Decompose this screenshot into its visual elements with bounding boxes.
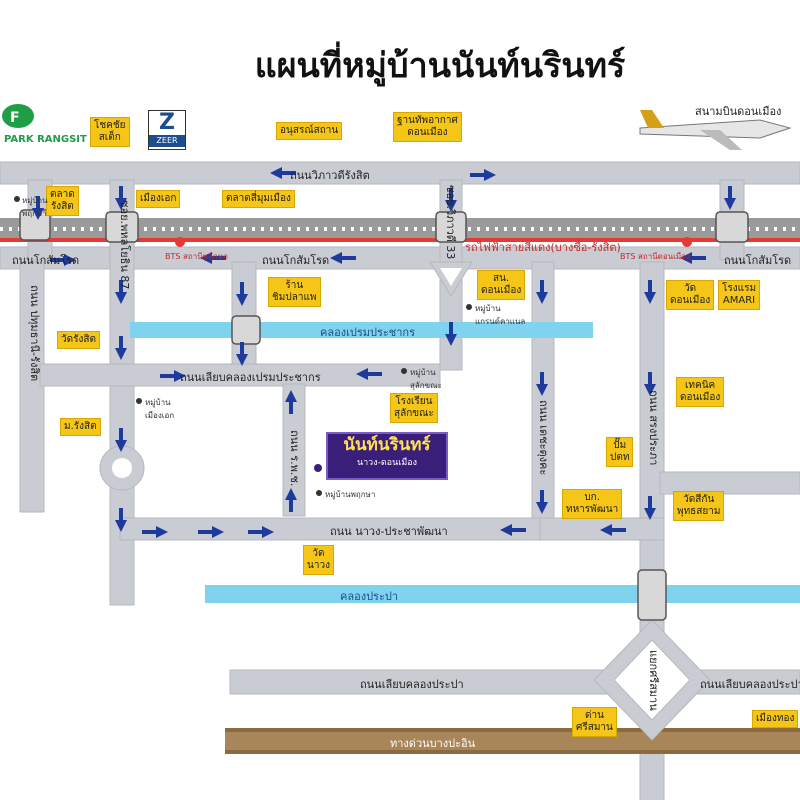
svg-text:F: F xyxy=(10,110,20,126)
road-label-expressway: ทางด่วนบางปะอิน xyxy=(390,737,476,750)
road-label-kosum-right: ถนนโกสัมโรด xyxy=(724,254,792,267)
village-school-label: หมู่บ้าน สุลักขณะ xyxy=(410,368,442,390)
zeer-logo: Z ZEER xyxy=(148,110,186,150)
village-pruksa-label: หมู่บ้าน พฤกษา xyxy=(22,196,48,218)
village-pruksa2-label: หมู่บ้านพฤกษา xyxy=(325,490,376,499)
bts-lak-hok-label: BTS สถานีหลักหก xyxy=(165,252,228,261)
village-grand-canal-label: หมู่บ้าน แกรนด์คาแนล xyxy=(475,304,526,326)
label-wat-donmueang: วัด ดอนเมือง xyxy=(666,280,715,310)
label-sn-donmueang: สน. ดอนเมือง xyxy=(477,270,526,300)
airplane-icon xyxy=(639,110,792,150)
road-label-kosum-left: ถนนโกสัมโรด xyxy=(12,254,80,267)
label-talad-rangsit: ตลาด รังสิต xyxy=(46,186,79,216)
village-dot xyxy=(14,196,20,202)
park-logo-text: PARK RANGSIT xyxy=(4,134,87,145)
label-m-rangsit: ม.รังสิต xyxy=(60,418,101,436)
label-army: บก. ทหารพัฒนา xyxy=(562,489,623,519)
project-location-dot xyxy=(314,464,322,472)
village-dot xyxy=(466,304,472,310)
label-wat-sikan: วัดสีกัน พุทธสยาม xyxy=(673,491,725,521)
road-label-dechatungkha: ถนน เดชะตุงคะ xyxy=(537,400,550,476)
bts-donmueang-dot xyxy=(682,237,692,247)
canal-label-prem: คลองเปรมประชากร xyxy=(320,326,415,339)
map-title: แผนที่หมู่บ้านนันท์นรินทร์ xyxy=(254,46,626,86)
village-dot xyxy=(401,368,407,374)
label-pump: ปั๊ม ปตท xyxy=(606,437,634,467)
canal-prapa xyxy=(205,585,800,603)
rail-red-line xyxy=(0,238,800,242)
project-name: นันท์นรินทร์ xyxy=(343,435,431,455)
road-kosum xyxy=(0,246,800,270)
canal-label-prapa: คลองประปา xyxy=(340,590,399,603)
road-label-nawong: ถนน นาวง-ประชาพัฒนา xyxy=(330,525,448,538)
label-ran-simpla: ร้าน ชิมปลาแพ xyxy=(268,277,321,307)
road-label-soi-phahon: ซอย.พหลโยธิน 87 xyxy=(118,200,131,290)
label-technic: เทคนิค ดอนเมือง xyxy=(676,377,725,407)
rail-label: รถไฟฟ้าสายสีแดง(บางซื่อ-รังสิต) xyxy=(465,241,621,254)
road-label-songprapa: ถนน สรงประภา xyxy=(647,390,660,466)
road-ror-phor-chor xyxy=(282,383,306,517)
road-label-liab-prem: ถนนเลียบคลองเปรมประชากร xyxy=(180,371,321,384)
direction-arrows xyxy=(32,167,736,538)
road-viphawadi xyxy=(0,161,800,185)
label-wat-rangsit: วัดรังสิต xyxy=(57,331,100,349)
village-dot xyxy=(316,490,322,496)
label-amari: โรงแรม AMARI xyxy=(718,280,761,310)
label-school: โรงเรียน สุลักขณะ xyxy=(390,393,438,423)
road-pathumthani xyxy=(19,261,45,513)
village-dot xyxy=(136,398,142,404)
road-label-kosum-mid: ถนนโกสัมโรด xyxy=(262,254,330,267)
road-label-liab-prapa-right: ถนนเลียบคลองประปา xyxy=(700,678,800,691)
label-mueang-thong: เมืองทอง xyxy=(752,710,799,728)
label-air-base: ฐานทัพอากาศ ดอนเมือง xyxy=(393,112,462,142)
village-mueang-ek-label: หมู่บ้าน เมืองเอก xyxy=(145,398,175,420)
road-label-viphawadi: ถนนวิภาวดีรังสิต xyxy=(290,169,370,182)
bts-donmueang-label: BTS สถานีดอนเมือง xyxy=(620,252,690,261)
label-talad-simummueang: ตลาดสี่มุมเมือง xyxy=(222,190,295,208)
label-anusawari: อนุสรณ์สถาน xyxy=(276,122,343,140)
label-mueang-ek: เมืองเอก xyxy=(136,190,181,208)
label-dan-srisaman: ด่าน ศรีสมาน xyxy=(572,707,617,737)
project-sign: นันท์นรินทร์ นาวง-ดอนเมือง xyxy=(326,432,448,480)
road-east-spur xyxy=(659,471,800,495)
road-label-soi-vibhavadi: ซอย.วิภาวดี 33 xyxy=(444,185,457,260)
rail-bed xyxy=(0,218,800,240)
bts-lak-hok-dot xyxy=(175,237,185,247)
label-wat-nawong: วัด นาวง xyxy=(303,545,334,575)
airport-label: สนามบินดอนเมือง xyxy=(695,105,782,118)
project-subtitle: นาวง-ดอนเมือง xyxy=(356,458,418,468)
road-label-ror-phor-chor: ถนน ร.พ.ช. xyxy=(288,430,301,487)
label-chokchai: โชคชัย สเต็ก xyxy=(90,117,130,147)
park-rangsit-logo: F PARK RANGSIT xyxy=(0,100,92,150)
road-label-liab-prapa: ถนนเลียบคลองประปา xyxy=(360,678,464,691)
road-label-pathumthani: ถนน ปทุมธานี-รังสิต xyxy=(28,285,41,382)
road-label-srisaman: แยกศรีสมาน xyxy=(647,650,660,711)
